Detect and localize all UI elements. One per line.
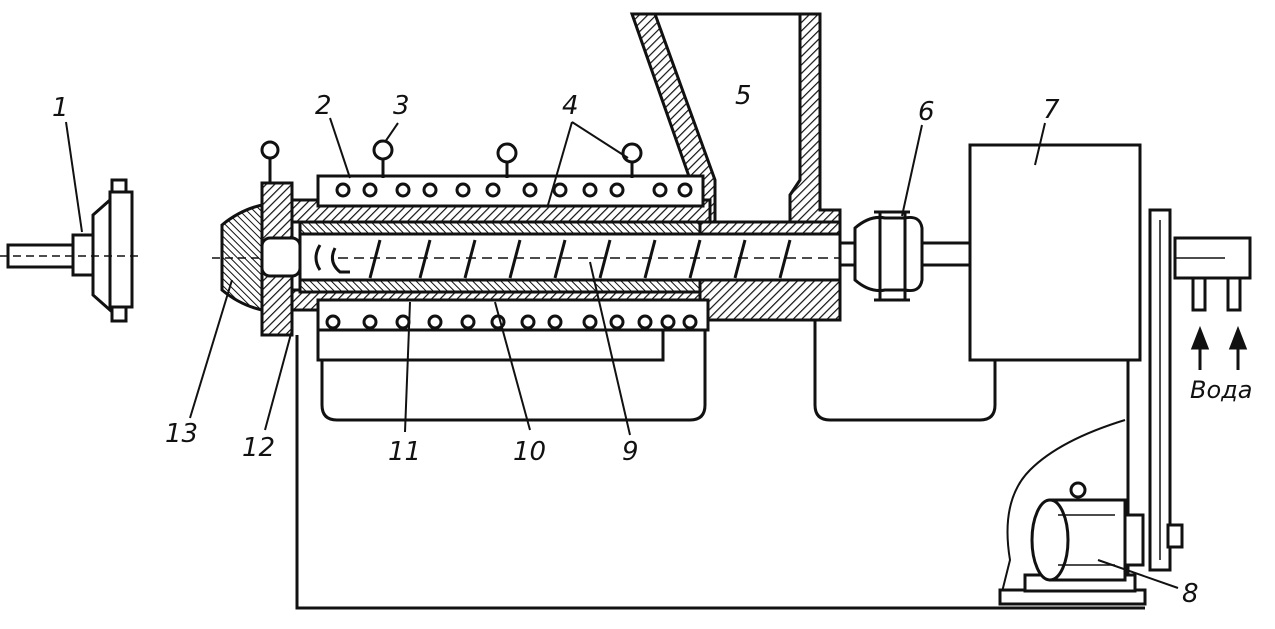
label-8: 8	[1182, 579, 1199, 609]
label-10: 10	[513, 437, 546, 467]
die-tool	[0, 178, 140, 323]
label-2: 2	[315, 91, 332, 121]
thermocouples	[260, 139, 643, 185]
drive-shaft	[838, 210, 972, 302]
label-3: 3	[393, 91, 410, 121]
water-arrows	[1190, 325, 1248, 370]
electric-motor	[998, 481, 1147, 606]
extruder-screw	[330, 239, 840, 279]
label-11: 11	[388, 437, 421, 467]
heater-coils-bottom	[325, 314, 698, 330]
leader-lines	[65, 117, 1179, 589]
label-13: 13	[165, 419, 198, 449]
label-7: 7	[1043, 95, 1060, 125]
label-12: 12	[242, 433, 275, 463]
gearbox	[968, 143, 1142, 362]
label-1: 1	[52, 93, 69, 123]
label-4: 4	[562, 91, 579, 121]
label-5: 5	[735, 81, 752, 111]
label-9: 9	[622, 437, 639, 467]
barrel	[288, 174, 842, 362]
water-fitting	[1173, 236, 1252, 312]
label-water: Вода	[1190, 376, 1252, 404]
label-6: 6	[918, 97, 935, 127]
die-head	[212, 181, 322, 337]
machine-frame	[295, 318, 1145, 610]
heater-coils-top	[335, 182, 693, 198]
belt-drive	[1148, 208, 1184, 572]
